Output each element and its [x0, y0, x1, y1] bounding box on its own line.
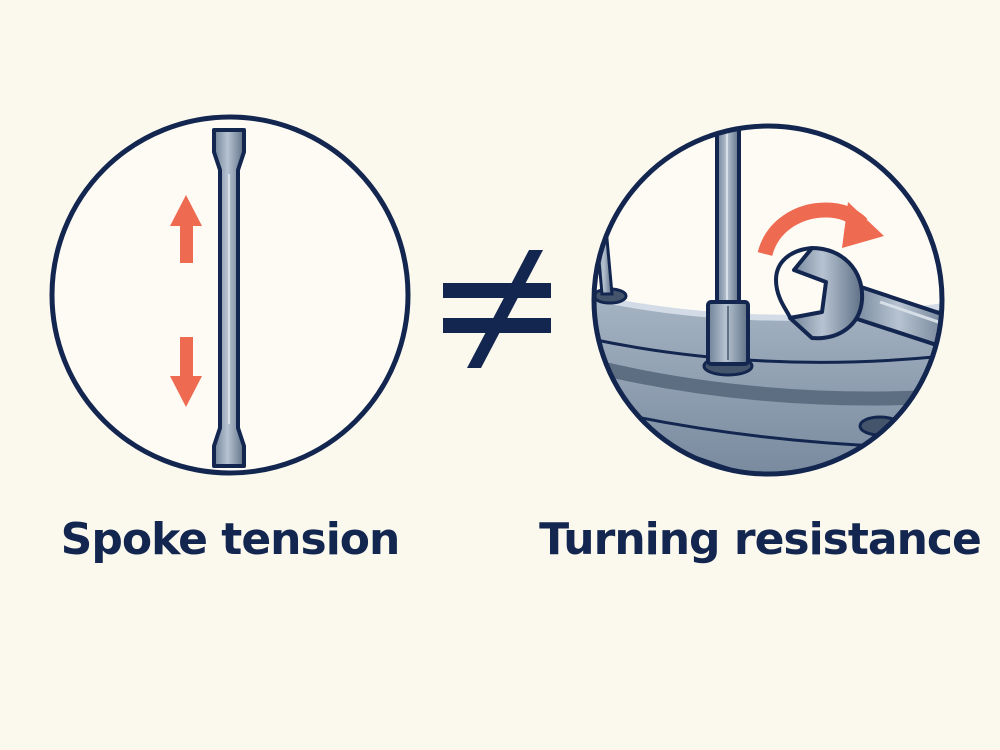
spoke-icon	[715, 126, 741, 312]
arrow-up-icon	[170, 195, 202, 263]
not-equal-sign	[443, 250, 551, 368]
spoke-tension-panel	[49, 114, 411, 476]
arrow-down-icon	[170, 337, 202, 407]
spoke-icon	[212, 128, 246, 468]
spoke-wrench-icon	[773, 246, 942, 352]
turning-resistance-label: Turning resistance	[539, 514, 982, 565]
turning-resistance-panel	[591, 123, 945, 477]
spoke-tension-label: Spoke tension	[60, 514, 401, 565]
rotation-arrow-icon	[757, 202, 884, 257]
spoke-nipple-icon	[702, 300, 754, 377]
right-circle-outline	[591, 123, 945, 477]
